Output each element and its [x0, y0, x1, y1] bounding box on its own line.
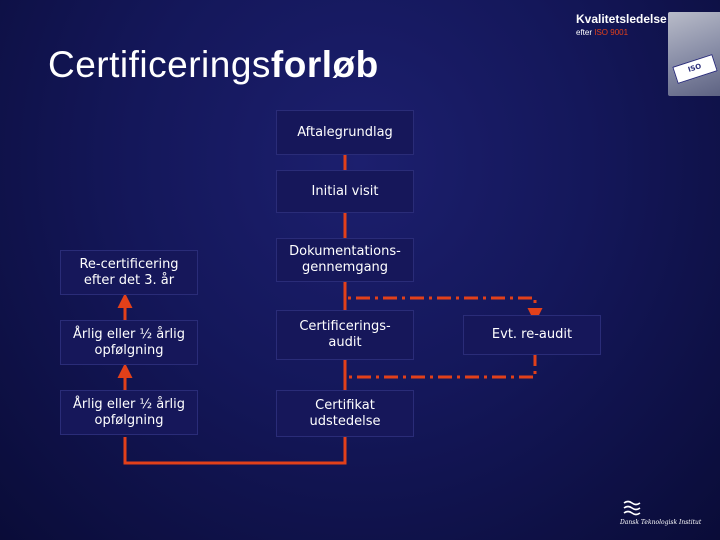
brand-logo: ISO Kvalitetsledelse efter ISO 9001	[576, 6, 720, 102]
connector-certifikat-aarlig	[123, 437, 347, 465]
footer-org-name: Dansk Teknologisk Institut	[620, 519, 702, 526]
dokumentation-box: Dokumentations- gennemgang	[276, 238, 414, 282]
institute-logo-icon	[623, 500, 641, 516]
page-title: Certificeringsforløb	[48, 44, 379, 86]
recertificering-box: Re-certificering efter det 3. år	[60, 250, 198, 295]
initial-visit-box: Initial visit	[276, 170, 414, 213]
certifikat-box: Certifikat udstedelse	[276, 390, 414, 437]
certificering-audit-box: Certificerings- audit	[276, 310, 414, 360]
brand-title: Kvalitetsledelse	[576, 12, 667, 26]
aarlig-opfoelgning-box-1: Årlig eller ½ årlig opfølgning	[60, 320, 198, 365]
aftalegrundlag-box: Aftalegrundlag	[276, 110, 414, 155]
brand-subtitle: efter ISO 9001	[576, 28, 628, 37]
brand-sub-prefix: efter	[576, 28, 593, 37]
title-bold: forløb	[270, 44, 379, 85]
aarlig-opfoelgning-box-2: Årlig eller ½ årlig opfølgning	[60, 390, 198, 435]
evt-reaudit-box: Evt. re-audit	[463, 315, 601, 355]
footer-logo: Dansk Teknologisk Institut	[620, 500, 701, 532]
title-regular: Certificerings	[48, 44, 271, 85]
brand-sub-accent: ISO 9001	[594, 28, 629, 37]
